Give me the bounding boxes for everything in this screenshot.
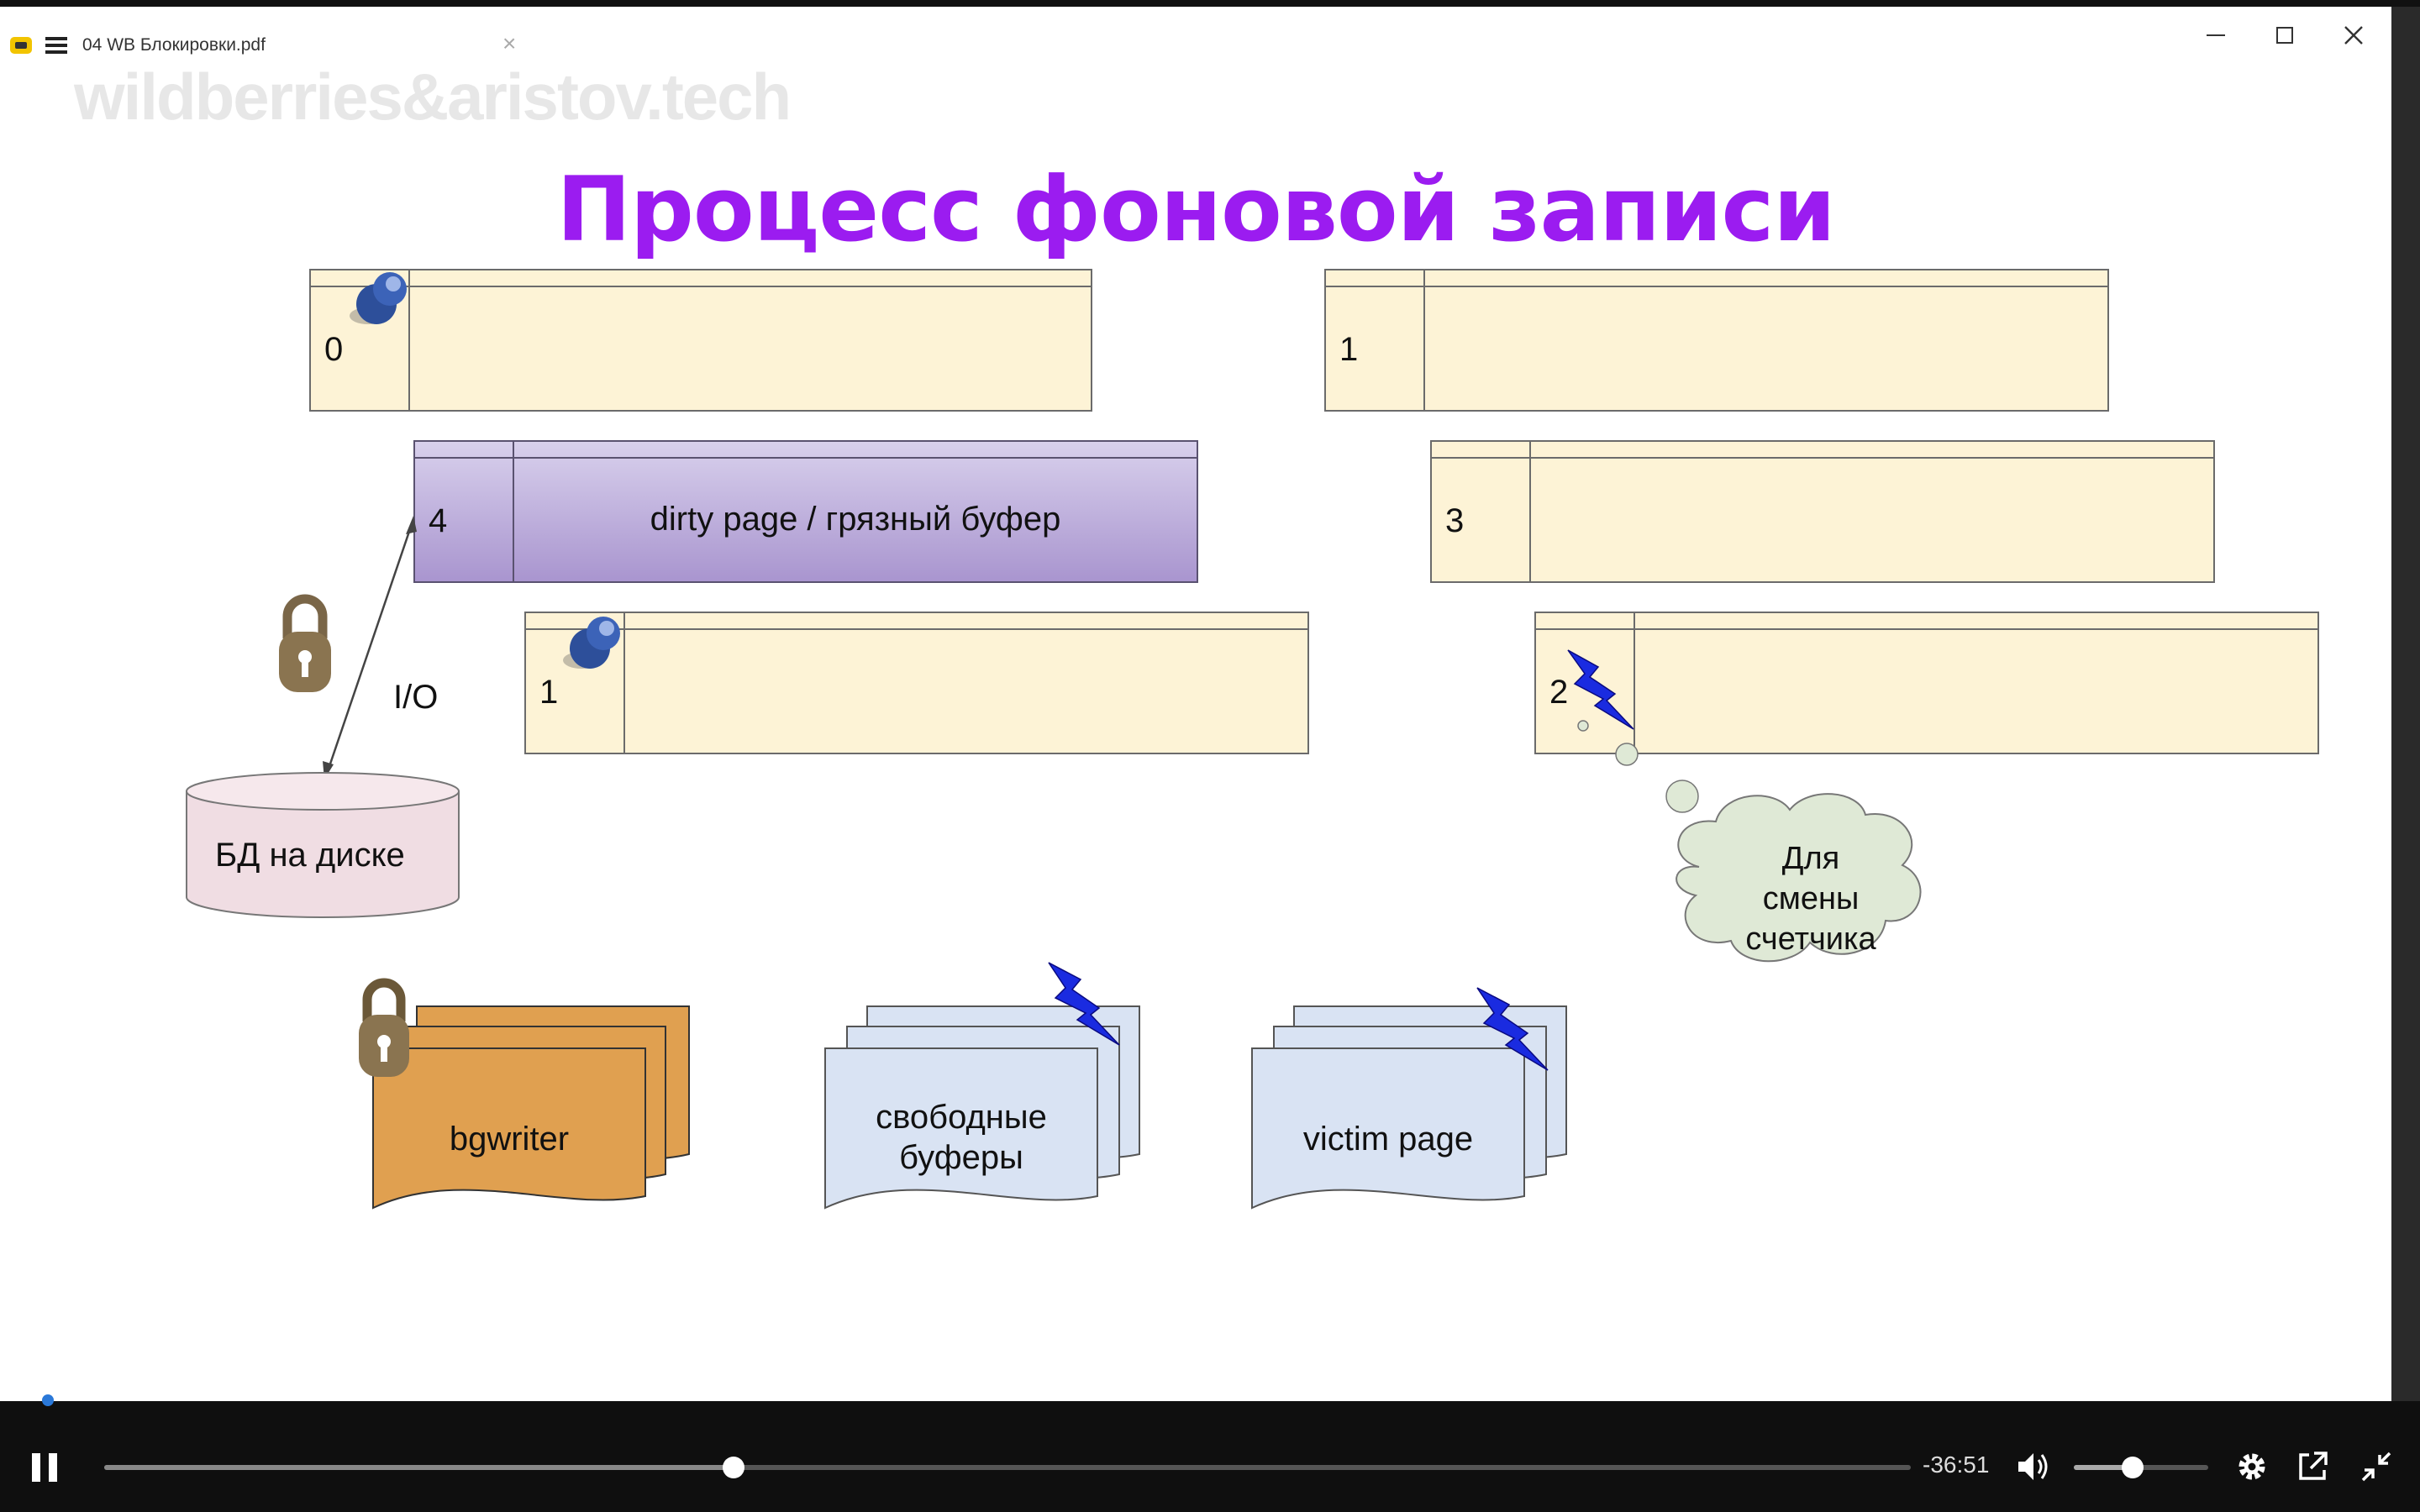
buffer-4-dirty-page: 4 dirty page / грязный буфер (413, 440, 1198, 583)
victim-page-label: victim page (1302, 1121, 1474, 1158)
app-logo-icon (10, 37, 32, 54)
volume-handle[interactable] (2122, 1457, 2144, 1478)
buffer-1-mid: 1 (524, 612, 1309, 754)
buffer-number: 0 (324, 331, 344, 368)
maximize-icon (2276, 27, 2293, 44)
pin-icon (563, 617, 620, 669)
buffer-number: 1 (539, 674, 559, 711)
io-label: I/O (393, 679, 439, 716)
io-arrow (323, 516, 417, 780)
pop-out-icon[interactable] (2294, 1448, 2331, 1485)
hamburger-menu-icon[interactable] (45, 37, 67, 54)
video-player-controls: -36:51 (0, 1394, 2420, 1512)
disk-label: БД на диске (215, 837, 405, 874)
volume-level (2074, 1465, 2133, 1470)
lock-icon (279, 594, 331, 692)
buffer-1-top: 1 (1324, 269, 2109, 412)
free-buffers-line: свободные (876, 1099, 1047, 1136)
free-buffers-stack (824, 1005, 1140, 1210)
exit-fullscreen-icon[interactable] (2358, 1448, 2395, 1485)
progress-marker-dot (42, 1394, 54, 1406)
buffer-3: 3 (1430, 440, 2215, 583)
pause-icon (32, 1453, 40, 1482)
buffer-number: 4 (429, 502, 448, 539)
free-buffers-label: свободные буферы (825, 1097, 1097, 1178)
victim-page-stack (1251, 1005, 1567, 1210)
pdf-viewer-window: 04 WB Блокировки.pdf × wildberries&arist… (0, 7, 2391, 1401)
volume-slider[interactable] (2074, 1457, 2208, 1478)
right-edge-panel (2391, 7, 2420, 1401)
buffer-number: 1 (1339, 331, 1359, 368)
tab-close-icon[interactable]: × (502, 30, 517, 56)
buffer-0: 0 (309, 269, 1092, 412)
cloud-line: Для (1781, 841, 1840, 876)
buffer-2: 2 (1534, 612, 2319, 754)
lightning-icon (1048, 962, 1120, 1046)
pin-icon (350, 272, 407, 324)
pause-button[interactable] (32, 1453, 59, 1482)
pause-icon (49, 1453, 57, 1482)
seek-bar[interactable] (104, 1457, 1911, 1478)
cloud-line: смены (1762, 881, 1860, 916)
bgwriter-label: bgwriter (449, 1121, 570, 1158)
cloud-text: Для смены счетчика (1697, 838, 1924, 959)
close-icon (2344, 26, 2363, 45)
watermark: wildberries&aristov.tech (74, 60, 792, 134)
buffer-number: 3 (1445, 502, 1465, 539)
thought-bubble-icon (1577, 720, 1922, 963)
dirty-page-label: dirty page / грязный буфер (650, 501, 1061, 538)
minimize-button[interactable] (2195, 17, 2237, 54)
title-bar: 04 WB Блокировки.pdf × (0, 7, 2391, 82)
seek-bar-handle[interactable] (723, 1457, 745, 1478)
slide-title: Процесс фоновой записи (556, 158, 1835, 261)
top-strip (0, 0, 2420, 7)
maximize-button[interactable] (2264, 17, 2306, 54)
cloud-line: счетчика (1745, 921, 1876, 957)
close-window-button[interactable] (2333, 17, 2375, 54)
volume-icon[interactable] (2015, 1448, 2052, 1485)
document-tab-title[interactable]: 04 WB Блокировки.pdf (82, 35, 266, 55)
free-buffers-line: буферы (899, 1139, 1023, 1176)
database-disk-icon (186, 772, 460, 918)
seek-bar-played (104, 1465, 734, 1470)
lock-icon (359, 978, 409, 1077)
time-remaining: -36:51 (1923, 1452, 1990, 1478)
lightning-icon (1476, 987, 1549, 1071)
minimize-icon (2207, 34, 2225, 36)
bgwriter-stack (372, 1005, 690, 1210)
settings-gear-icon[interactable] (2233, 1448, 2270, 1485)
buffer-number: 2 (1549, 674, 1569, 711)
lightning-icon (1567, 649, 1634, 730)
